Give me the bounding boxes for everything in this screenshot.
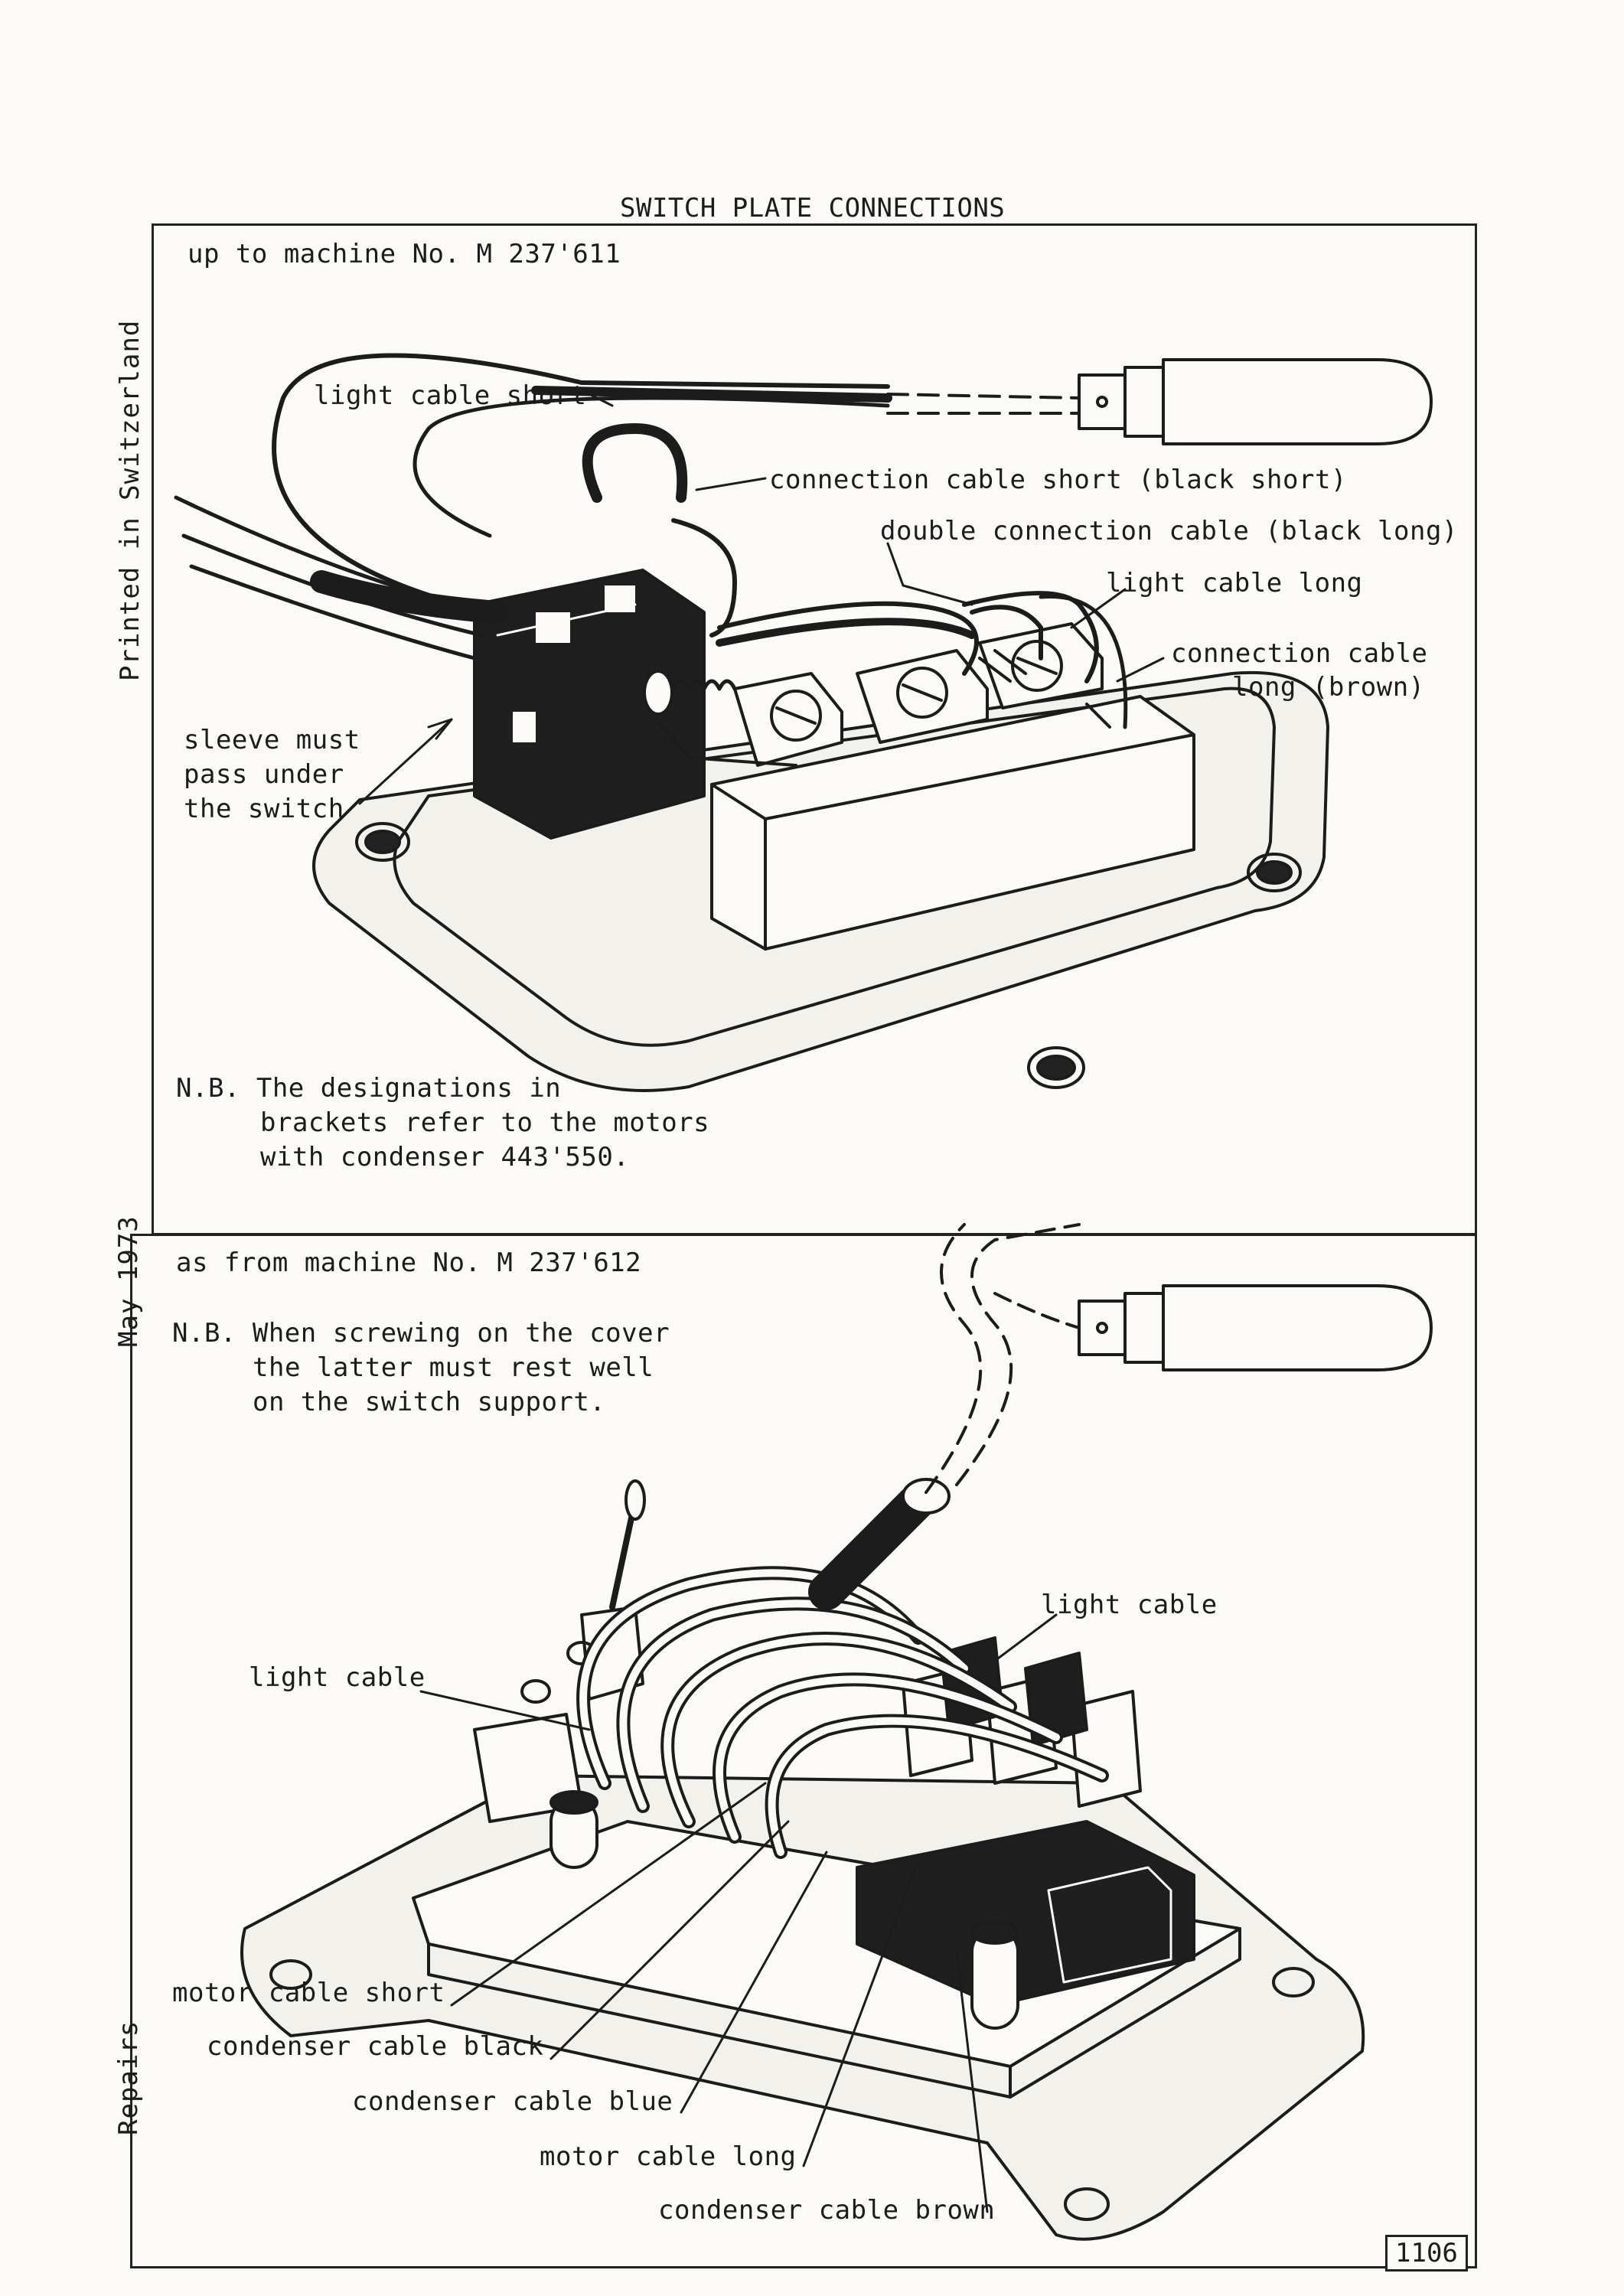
panel2-note-line2: the latter must rest well xyxy=(253,1352,654,1383)
panel1-heading: up to machine No. M 237'611 xyxy=(188,239,621,269)
label-condenser-cable-blue: condenser cable blue xyxy=(352,2086,673,2117)
label-condenser-cable-black: condenser cable black xyxy=(207,2031,544,2062)
page-title: SWITCH PLATE CONNECTIONS xyxy=(620,193,1006,223)
panel1-note-line1: N.B. The designations in xyxy=(176,1073,562,1104)
panel2-illustration xyxy=(240,1223,1433,2241)
page-number: 1106 xyxy=(1385,2235,1468,2272)
panel2-note-line1: N.B. When screwing on the cover xyxy=(172,1318,670,1349)
label-condenser-cable-brown: condenser cable brown xyxy=(658,2195,996,2226)
panel2-heading: as from machine No. M 237'612 xyxy=(176,1247,642,1278)
label-light-cable-long: light cable long xyxy=(1106,568,1363,598)
label-light-cable-left: light cable xyxy=(249,1662,426,1693)
label-sleeve-3: the switch xyxy=(184,794,344,824)
panel1-note-line2: brackets refer to the motors xyxy=(260,1107,710,1138)
label-connection-cable-long-1: connection cable xyxy=(1171,638,1428,669)
panel1-illustration xyxy=(174,353,1433,1092)
panel1-note-line3: with condenser 443'550. xyxy=(260,1142,630,1172)
panel2-note-line3: on the switch support. xyxy=(253,1387,606,1417)
label-double-connection-cable: double connection cable (black long) xyxy=(880,516,1458,546)
label-sleeve-1: sleeve must xyxy=(184,725,360,755)
label-connection-cable-short: connection cable short (black short) xyxy=(769,465,1347,495)
label-motor-cable-short: motor cable short xyxy=(172,1978,445,2008)
label-motor-cable-long: motor cable long xyxy=(540,2141,797,2172)
panel-2-frame xyxy=(130,1234,1477,2268)
label-light-cable-right: light cable xyxy=(1041,1590,1218,1620)
label-light-cable-short: light cable short xyxy=(314,380,587,411)
label-connection-cable-long-2: long (brown) xyxy=(1232,672,1425,703)
label-sleeve-2: pass under xyxy=(184,759,344,790)
